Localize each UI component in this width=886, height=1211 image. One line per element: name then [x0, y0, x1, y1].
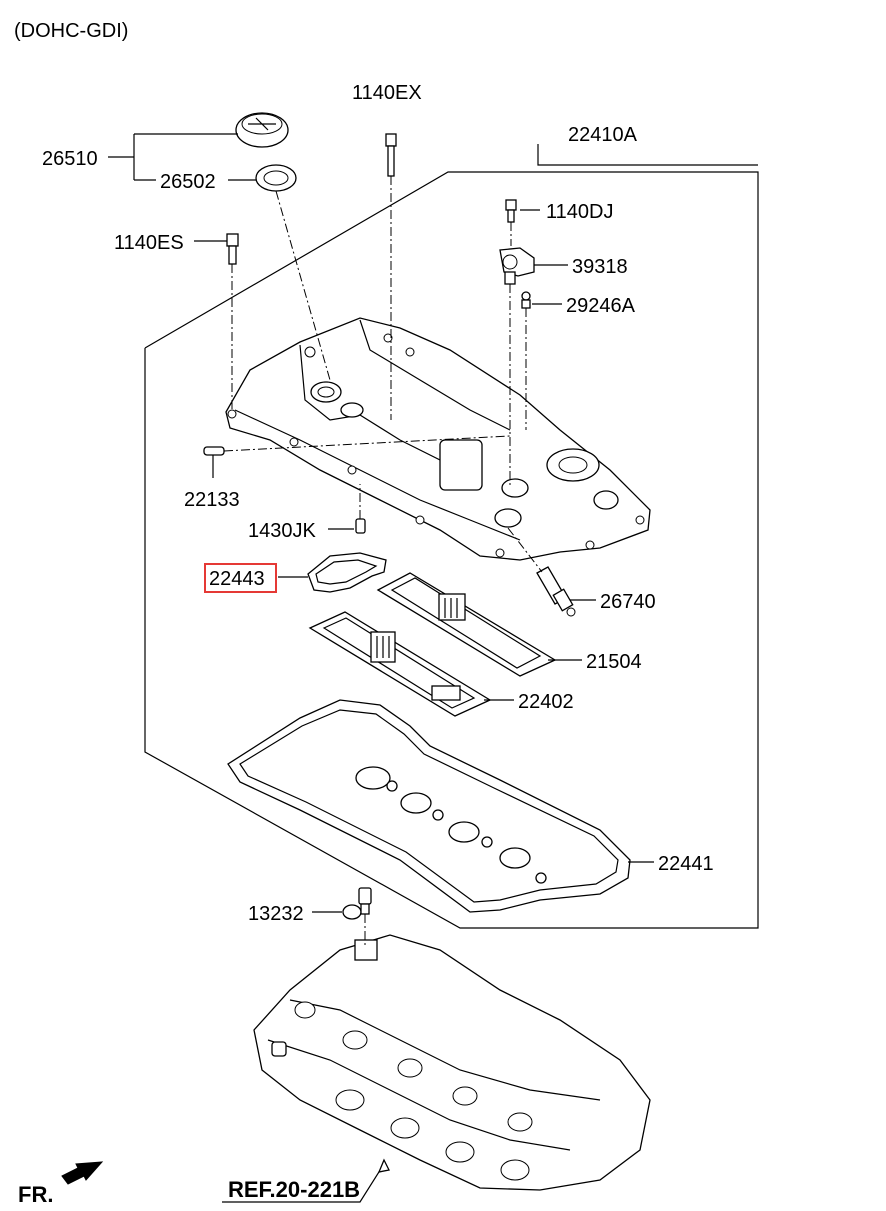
label-22133[interactable]: 22133	[184, 489, 240, 511]
cylinder-head	[253, 934, 651, 1191]
highlight-box-22443	[204, 563, 277, 593]
front-direction-label: FR.	[18, 1182, 53, 1207]
label-22443[interactable]: 22443	[209, 568, 265, 590]
oring-29246a[interactable]	[521, 291, 531, 309]
bolt-1140es[interactable]	[226, 233, 239, 265]
dash-26502	[275, 190, 331, 381]
bolt-1140ex[interactable]	[385, 133, 397, 177]
label-1140dj[interactable]: 1140DJ	[546, 201, 613, 223]
leader-22410a	[537, 144, 758, 166]
label-26502[interactable]: 26502	[160, 171, 216, 193]
baffle-plate-22402[interactable]	[308, 611, 492, 717]
assembly-outline	[144, 171, 759, 929]
sensor-39318[interactable]	[499, 247, 535, 285]
leader-ref	[222, 1163, 385, 1203]
label-29246a[interactable]: 29246A	[566, 295, 636, 317]
label-22410a[interactable]: 22410A	[568, 124, 638, 146]
label-26510[interactable]: 26510	[42, 148, 98, 170]
label-22441[interactable]: 22441	[658, 853, 714, 875]
pcv-valve[interactable]	[536, 566, 576, 617]
ref-arrowhead	[377, 1158, 390, 1173]
label-21504[interactable]: 21504	[586, 651, 642, 673]
oil-filler-cap[interactable]	[235, 112, 289, 148]
label-1140ex[interactable]: 1140EX	[352, 82, 422, 104]
label-1430jk[interactable]: 1430JK	[248, 520, 316, 542]
dash-26740	[507, 527, 543, 573]
pin-22133[interactable]	[203, 446, 225, 456]
variant-title: (DOHC-GDI)	[14, 20, 128, 42]
reference-label[interactable]: REF.20-221B	[228, 1177, 360, 1202]
leader-26510	[108, 133, 238, 181]
plug-13232[interactable]	[342, 887, 372, 920]
label-26740[interactable]: 26740	[600, 591, 656, 613]
front-arrow-icon	[61, 1161, 104, 1185]
label-1140es[interactable]: 1140ES	[114, 232, 184, 254]
rocker-cover-gasket[interactable]	[227, 699, 631, 913]
baffle-plate-21504[interactable]	[376, 572, 557, 677]
rocker-cover[interactable]	[225, 317, 651, 561]
bolt-1140dj[interactable]	[505, 199, 517, 223]
gasket-22443[interactable]	[307, 552, 387, 593]
label-39318[interactable]: 39318	[572, 256, 628, 278]
dowel-1430jk[interactable]	[355, 518, 366, 534]
cap-seal[interactable]	[255, 164, 297, 192]
dash-22133	[223, 435, 511, 452]
label-22402[interactable]: 22402	[518, 691, 574, 713]
label-13232[interactable]: 13232	[248, 903, 304, 925]
